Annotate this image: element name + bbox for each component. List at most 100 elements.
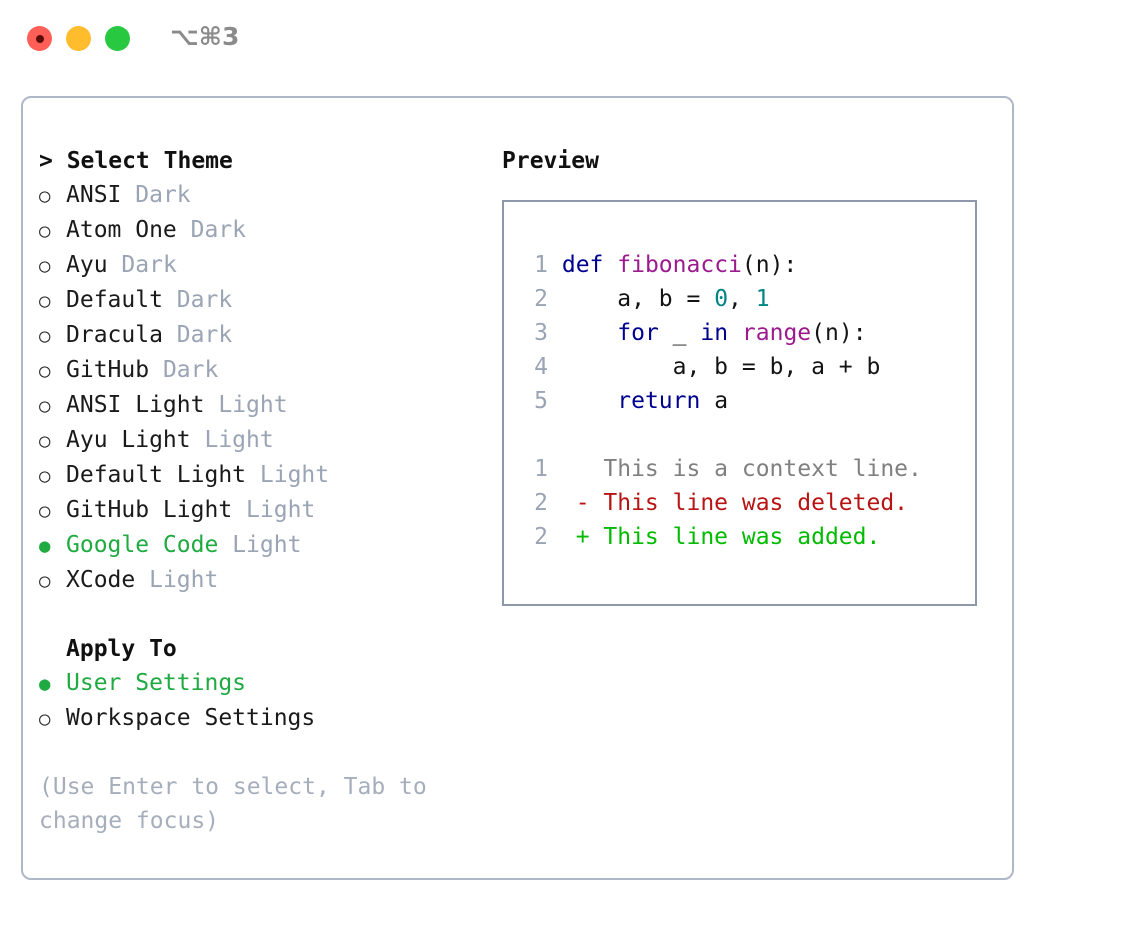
- diff-text: This line was deleted.: [603, 490, 909, 516]
- main-panel: > Select Theme ○ANSI Dark○Atom One Dark○…: [21, 96, 1014, 880]
- space: [108, 252, 122, 278]
- theme-option-name: Dracula: [66, 322, 163, 348]
- theme-option-name: GitHub: [66, 357, 150, 383]
- line-number: 2: [534, 286, 548, 312]
- diff-text: This line was added.: [603, 524, 881, 550]
- code-token-pln: [562, 320, 617, 346]
- radio-unselected-icon: ○: [39, 465, 51, 487]
- theme-option-ansi[interactable]: ○ANSI Dark: [39, 178, 479, 213]
- spacer: [39, 598, 479, 632]
- theme-option-github[interactable]: ○ GitHub Dark: [39, 353, 479, 388]
- theme-option-xcode[interactable]: ○ XCode Light: [39, 563, 479, 598]
- code-token-fn: range: [741, 320, 812, 346]
- radio-unselected-icon: ○: [39, 500, 51, 522]
- theme-option-name: XCode: [66, 567, 136, 593]
- code-token-kw: for: [617, 320, 659, 346]
- space: [204, 392, 218, 418]
- theme-option-name: Ayu: [66, 252, 108, 278]
- diff-marker: +: [548, 524, 604, 550]
- gutter-space: [548, 252, 562, 278]
- code-line: 1 def fibonacci(n):: [520, 248, 969, 282]
- theme-variant-tag: Light: [149, 567, 219, 593]
- space: [163, 287, 177, 313]
- apply-to-option-user-settings[interactable]: ● User Settings: [39, 666, 479, 701]
- theme-list: ○ANSI Dark○Atom One Dark○Ayu Dark○Defaul…: [39, 178, 479, 598]
- code-token-pln: (n):: [741, 252, 798, 278]
- line-number: 4: [534, 354, 548, 380]
- code-token-kw: def: [561, 252, 604, 278]
- theme-option-name: ANSI Light: [66, 392, 205, 418]
- minimize-window-button[interactable]: [66, 26, 91, 51]
- radio-unselected-icon: ○: [39, 325, 51, 347]
- radio-unselected-icon: ○: [39, 290, 51, 312]
- code-token-num: 0: [714, 286, 729, 312]
- code-token-kw: in: [700, 320, 729, 346]
- theme-option-name: Ayu Light: [66, 427, 191, 453]
- theme-option-dracula[interactable]: ○Dracula Dark: [39, 318, 479, 353]
- space: [149, 357, 163, 383]
- maximize-window-button[interactable]: [105, 26, 130, 51]
- theme-option-ayu[interactable]: ○Ayu Dark: [39, 248, 479, 283]
- space: [232, 497, 246, 523]
- diff-line-ctx: 1 This is a context line.: [520, 452, 969, 486]
- theme-variant-tag: Light: [259, 462, 330, 488]
- theme-option-ansi-light[interactable]: ○ANSI Light Light: [39, 388, 479, 423]
- code-token-kw: return: [617, 388, 701, 414]
- diff-text: This is a context line.: [603, 456, 922, 482]
- radio-unselected-icon: ○: [39, 570, 51, 592]
- code-token-num: 1: [755, 286, 770, 312]
- code-token-pln: (n):: [811, 320, 867, 346]
- theme-option-name: Default: [66, 287, 163, 313]
- radio-selected-icon: ●: [39, 673, 51, 695]
- close-window-button[interactable]: [27, 26, 52, 51]
- theme-option-ayu-light[interactable]: ○Ayu Light Light: [39, 423, 479, 458]
- theme-variant-tag: Dark: [162, 357, 219, 383]
- theme-variant-tag: Dark: [190, 217, 247, 243]
- theme-picker-column: > Select Theme ○ANSI Dark○Atom One Dark○…: [39, 144, 479, 838]
- code-line: 5 return a: [520, 384, 969, 418]
- radio-unselected-icon: ○: [39, 185, 51, 207]
- select-theme-heading: > Select Theme: [39, 148, 233, 174]
- keyboard-shortcut-label: ⌥⌘3: [170, 22, 240, 51]
- apply-to-list: ● User Settings ○Workspace Settings: [39, 666, 479, 736]
- theme-option-name: Atom One: [66, 217, 177, 243]
- diff-marker: -: [548, 490, 604, 516]
- preview-column: Preview 1 def fibonacci(n):2 a, b = 0, 1…: [502, 144, 982, 606]
- radio-selected-icon: ●: [39, 535, 51, 557]
- diff-sample: 1 This is a context line.2 - This line w…: [520, 452, 969, 554]
- line-number: 1: [534, 456, 548, 482]
- code-token-pln: a, b = b, a + b: [561, 354, 881, 380]
- theme-option-default[interactable]: ○ Default Dark: [39, 283, 479, 318]
- theme-option-atom-one[interactable]: ○Atom One Dark: [39, 213, 479, 248]
- gutter-space: [548, 286, 562, 312]
- theme-option-google-code[interactable]: ●Google Code Light: [39, 528, 479, 563]
- gutter-space: [548, 354, 562, 380]
- space: [163, 322, 177, 348]
- theme-option-github-light[interactable]: ○GitHub Light Light: [39, 493, 479, 528]
- theme-variant-tag: Light: [246, 497, 316, 523]
- theme-option-name: Default Light: [66, 462, 247, 488]
- code-token-pln: [603, 252, 617, 278]
- radio-unselected-icon: ○: [39, 430, 51, 452]
- space: [191, 427, 205, 453]
- line-number: 1: [534, 252, 548, 278]
- apply-to-option-workspace-settings[interactable]: ○Workspace Settings: [39, 701, 479, 736]
- diff-marker: [548, 456, 603, 482]
- theme-option-default-light[interactable]: ○ Default Light Light: [39, 458, 479, 493]
- theme-variant-tag: Dark: [135, 182, 191, 208]
- apply-to-option-label: User Settings: [66, 670, 247, 696]
- apply-to-option-label: Workspace Settings: [66, 705, 316, 731]
- code-line: 3 for _ in range(n):: [520, 316, 969, 350]
- gutter-space: [548, 320, 562, 346]
- theme-variant-tag: Light: [232, 532, 302, 558]
- theme-variant-tag: Dark: [176, 287, 233, 313]
- code-line: 2 a, b = 0, 1: [520, 282, 969, 316]
- radio-unselected-icon: ○: [39, 360, 51, 382]
- diff-line-del: 2 - This line was deleted.: [520, 486, 969, 520]
- space: [246, 462, 260, 488]
- radio-unselected-icon: ○: [39, 395, 51, 417]
- preview-heading: Preview: [502, 148, 599, 174]
